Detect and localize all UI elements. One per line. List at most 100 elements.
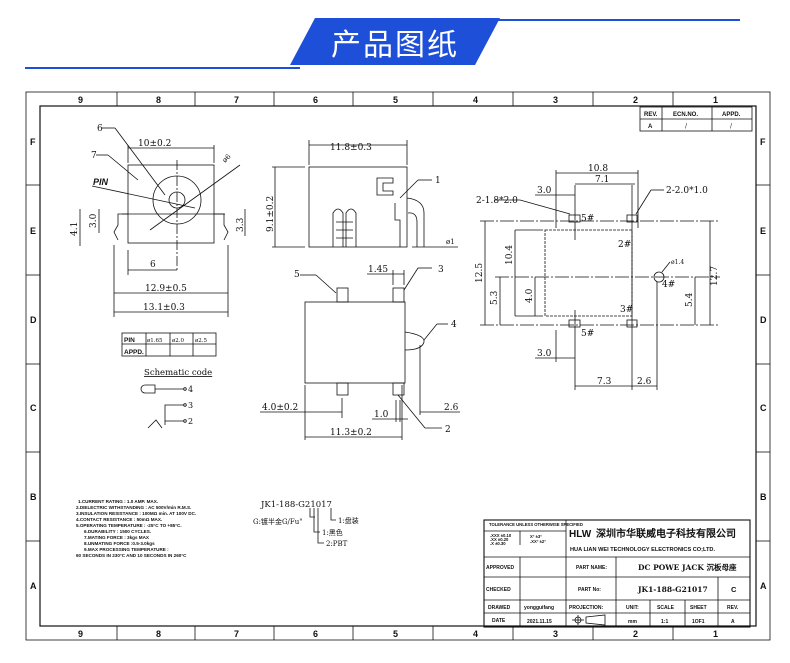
schematic-title: Schematic code xyxy=(144,368,212,378)
dim-label: 7.3 xyxy=(597,377,612,387)
dim-label: 12.9±0.5 xyxy=(145,284,187,294)
appd-header: APPD. xyxy=(722,112,741,118)
dim-label: 2.6 xyxy=(637,377,652,387)
dim-label: 5.4 xyxy=(685,292,695,307)
inner-frame xyxy=(39,105,757,627)
note: 6.DURABILITY : 1500 CYCLES. xyxy=(84,529,151,534)
dim-label: 2.6 xyxy=(444,403,459,413)
rev-value: A xyxy=(731,619,735,625)
date-value: 2021.11.15 xyxy=(527,619,552,625)
company-name-cn: 深圳市华联威电子科技有限公司 xyxy=(596,527,736,540)
col-label: 3 xyxy=(553,95,558,105)
sheet-value: 1OF1 xyxy=(692,619,705,625)
pin-label: 3# xyxy=(620,305,633,315)
callout: 6 xyxy=(97,124,103,134)
part-name-value: DC POWE JACK 沉板母座 xyxy=(638,562,737,572)
revision-table: REV. ECN.NO. APPD. A / / xyxy=(639,106,753,132)
dim-label: 13.1±0.3 xyxy=(143,303,185,313)
row-label: B xyxy=(30,492,37,502)
pin-table-label: PIN xyxy=(124,337,135,344)
tolerance-value: .X ±0.30 xyxy=(490,541,506,546)
unit-label: UNIT: xyxy=(626,605,639,611)
drawed-label: DRAWED xyxy=(488,605,511,611)
part-code-color: 1:黑色 xyxy=(322,528,343,537)
dim-label: ø1 xyxy=(446,238,455,246)
pin-label: PIN xyxy=(93,177,109,187)
row-label: C xyxy=(30,403,37,413)
col-label: 6 xyxy=(313,95,318,105)
part-no-value: JK1-188-G21017 xyxy=(637,585,708,594)
col-label: 5 xyxy=(393,629,398,639)
col-label: 7 xyxy=(234,629,239,639)
dim-label: 4.1 xyxy=(70,222,80,236)
row-label: B xyxy=(760,492,767,502)
row-label: D xyxy=(760,315,767,325)
unit-value: mm xyxy=(628,619,637,625)
row-label: E xyxy=(760,226,766,236)
dim-label: 3.0 xyxy=(537,349,552,359)
frame-ticks xyxy=(26,92,770,640)
note: 9.MAX PROCESSING TEMPERATURE : xyxy=(84,547,169,552)
part-code-material: 2:PBT xyxy=(326,540,348,548)
part-no-label: PART No: xyxy=(578,587,601,593)
col-label: 1 xyxy=(713,629,718,639)
rev-header: REV. xyxy=(644,112,658,118)
pin-label: 5# xyxy=(581,214,594,224)
note: 5.OPERATING TEMPERATURE : -25°C TO +85°C… xyxy=(76,523,182,528)
col-label: 4 xyxy=(473,629,478,639)
row-label: F xyxy=(30,137,36,147)
tolerance-value: X° ±3° xyxy=(530,534,542,539)
banner xyxy=(25,18,740,69)
pin-label: 5# xyxy=(581,329,594,339)
checked-label: CHECKED xyxy=(486,587,511,593)
callout: 4 xyxy=(451,320,457,330)
banner-title: 产品图纸 xyxy=(331,28,459,63)
dim-label: 10.4 xyxy=(505,245,515,265)
spec-notes: 1.CURRENT RATING : 1.0 AMP. MAX. 2.DIELE… xyxy=(76,499,196,558)
sheet-label: SHEET xyxy=(690,605,707,611)
dim-label: 3.0 xyxy=(89,213,99,228)
dim-label: 12.5 xyxy=(475,263,485,283)
col-label: 6 xyxy=(313,629,318,639)
col-label: 8 xyxy=(156,95,161,105)
frame-labels: 9 8 7 6 5 4 3 2 1 9 8 7 6 5 4 3 2 1 F E … xyxy=(30,95,767,639)
dim-label: 9.1±0.2 xyxy=(266,196,276,232)
dim-label: 1.45 xyxy=(368,265,388,275)
bottom-view: 5 3 4 2 1.45 4.0±0.2 1.0 2.6 11.3±0.2 xyxy=(260,265,460,440)
dim-label: 6 xyxy=(150,260,156,270)
callout: 1 xyxy=(435,176,441,186)
row-label: E xyxy=(30,226,36,236)
pin-number: 2 xyxy=(188,417,193,426)
dim-label: 1.0 xyxy=(374,410,389,420)
callout: 2 xyxy=(445,425,451,435)
col-label: 2 xyxy=(633,95,638,105)
company-name-en: HUA LIAN WEI TECHNOLOGY ELECTRONICS CO;L… xyxy=(570,547,715,553)
callout: 3 xyxy=(438,265,444,275)
dim-label: 11.3±0.2 xyxy=(330,428,372,438)
callout: 7 xyxy=(91,151,97,161)
dim-label: 5.3 xyxy=(490,290,500,305)
col-label: 5 xyxy=(393,95,398,105)
pin-option: ø2.0 xyxy=(172,338,185,344)
appd-value: / xyxy=(730,123,733,130)
pin-option: ø1.65 xyxy=(147,338,163,344)
pin-label: 4# xyxy=(662,280,675,290)
pin-table: PIN ø1.65 ø2.0 ø2.5 APPD. xyxy=(121,332,217,357)
company-logo: HLW xyxy=(569,529,592,540)
row-label: C xyxy=(760,403,767,413)
row-label: A xyxy=(30,581,37,591)
tolerance-value: .XX ±0.20 xyxy=(490,537,509,542)
rev-value: A xyxy=(648,124,653,130)
row-label: D xyxy=(30,315,37,325)
title-block: TOLERANCE UNLESS OTHERWISE SPECIFIED .XX… xyxy=(483,519,751,628)
dim-label: 4.0 xyxy=(525,288,535,303)
hole-spec: 2-1.8*2.0 xyxy=(476,196,518,206)
approved-label: APPROVED xyxy=(486,565,514,571)
note: 1.CURRENT RATING : 1.0 AMP. MAX. xyxy=(78,499,158,504)
dim-label: 3.3 xyxy=(236,217,246,232)
pin-number: 3 xyxy=(188,401,193,410)
note: 3.INSULATION RESISTANCE : 100MΩ min. AT … xyxy=(76,511,196,516)
drawed-value: yongguifang xyxy=(524,605,554,611)
